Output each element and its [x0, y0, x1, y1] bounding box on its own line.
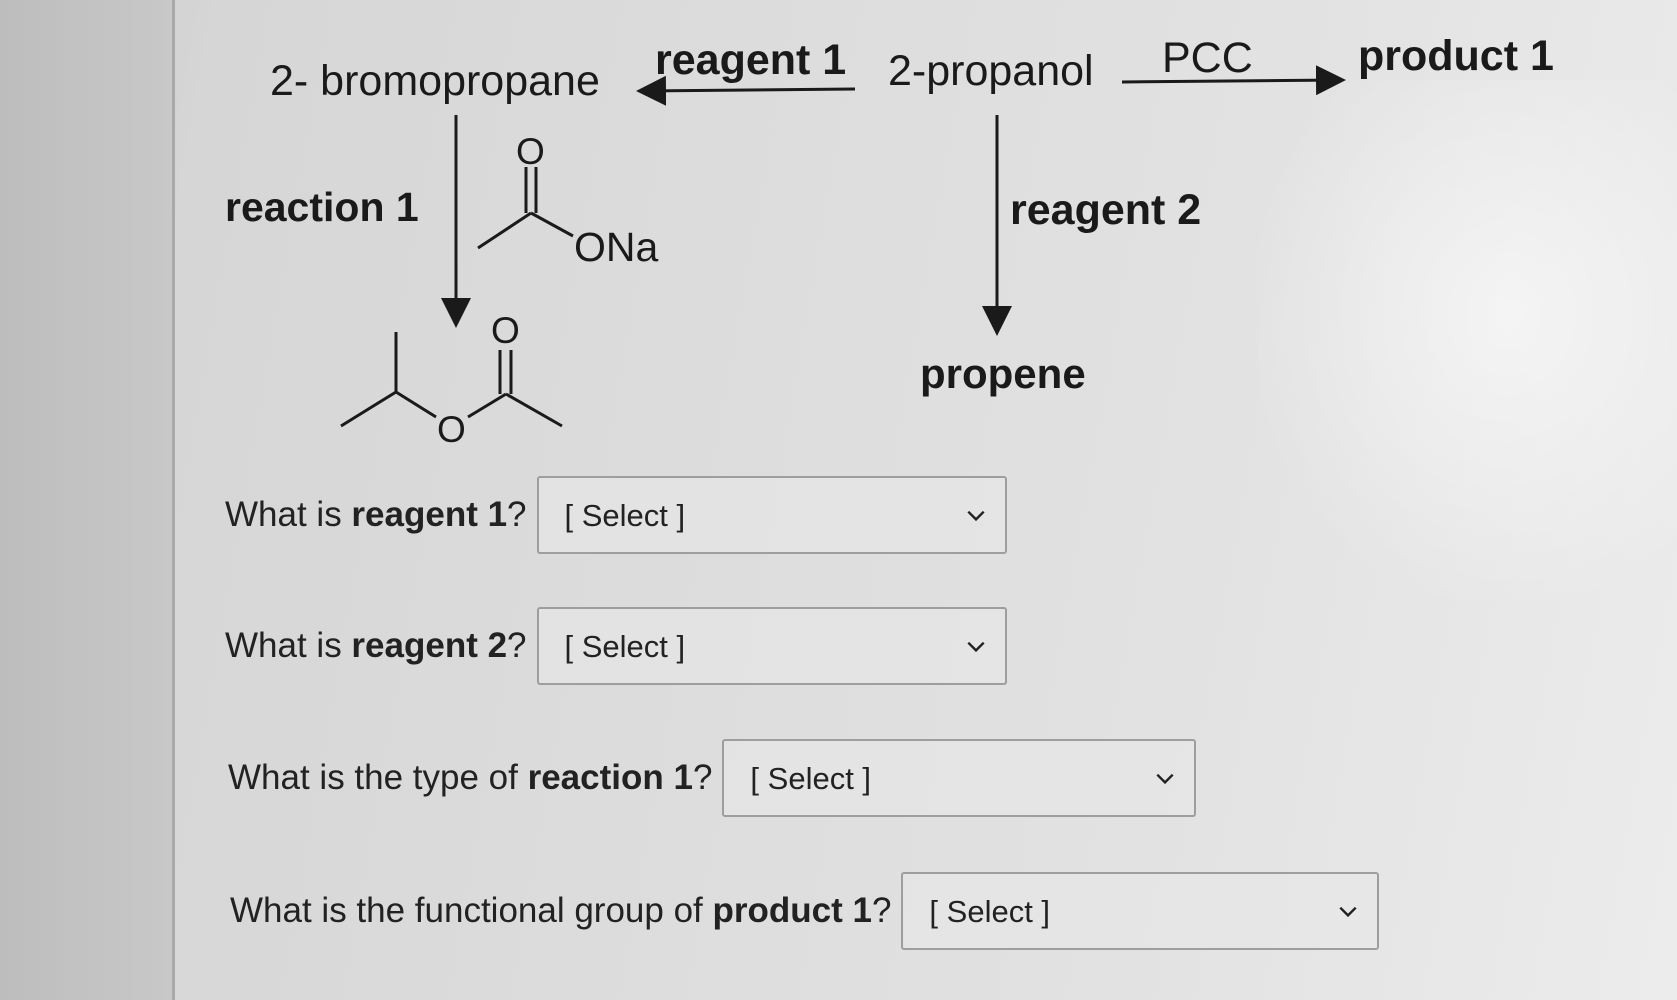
question-reagent2-row: What is reagent 2? [ Select ]: [225, 607, 1007, 685]
start-material-label: 2- bromopropane: [270, 57, 600, 105]
product1-functional-group-select[interactable]: [ Select ]: [901, 872, 1380, 950]
product1-label: product 1: [1358, 32, 1554, 80]
chevron-down-icon: [1339, 906, 1357, 918]
question-product1-row: What is the functional group of product …: [230, 872, 1380, 950]
product1-select-value: [ Select ]: [929, 894, 1051, 929]
chevron-down-icon: [966, 641, 985, 653]
oxidant-arrow: [1121, 65, 1346, 96]
acetate-carbonyl-o: O: [516, 131, 545, 172]
reagent1-select-value: [ Select ]: [564, 498, 686, 533]
reagent2-select-value: [ Select ]: [564, 629, 686, 664]
reagent1-label: reagent 1: [655, 36, 846, 84]
question-reagent1-text: What is reagent 1?: [225, 495, 527, 534]
sodium-acetate-structure: [477, 167, 574, 250]
reagent1-select[interactable]: [ Select ]: [536, 476, 1007, 554]
question-reaction1-row: What is the type of reaction 1? [ Select…: [228, 739, 1197, 817]
reagent1-arrow: [636, 75, 856, 106]
sidebar-divider: [172, 0, 175, 1000]
reaction1-label: reaction 1: [225, 184, 419, 230]
question-reagent2-text: What is reagent 2?: [225, 626, 527, 665]
ester-oxygen: O: [437, 409, 466, 450]
isopropyl-acetate-structure: [340, 332, 563, 428]
ester-carbonyl-o: O: [491, 310, 520, 351]
reagent2-select[interactable]: [ Select ]: [536, 607, 1007, 685]
left-sidebar-strip: [0, 0, 175, 1000]
reaction1-select-value: [ Select ]: [750, 761, 872, 796]
sodium-salt-label: ONa: [574, 224, 659, 270]
question-product1-text: What is the functional group of product …: [230, 891, 892, 930]
chevron-down-icon: [966, 510, 985, 522]
question-reagent1-row: What is reagent 1? [ Select ]: [225, 476, 1007, 554]
chevron-down-icon: [1156, 773, 1174, 785]
question-reaction1-text: What is the type of reaction 1?: [228, 758, 713, 797]
reagent2-label: reagent 2: [1010, 186, 1201, 234]
reaction-scheme: 2- bromopropane reagent 1 2-propanol PCC…: [225, 32, 1554, 450]
oxidant-label: PCC: [1162, 34, 1253, 82]
middle-compound-label: 2-propanol: [888, 47, 1094, 95]
propene-label: propene: [920, 350, 1086, 397]
screen-glare: [1257, 80, 1677, 600]
reaction1-type-select[interactable]: [ Select ]: [722, 739, 1197, 817]
